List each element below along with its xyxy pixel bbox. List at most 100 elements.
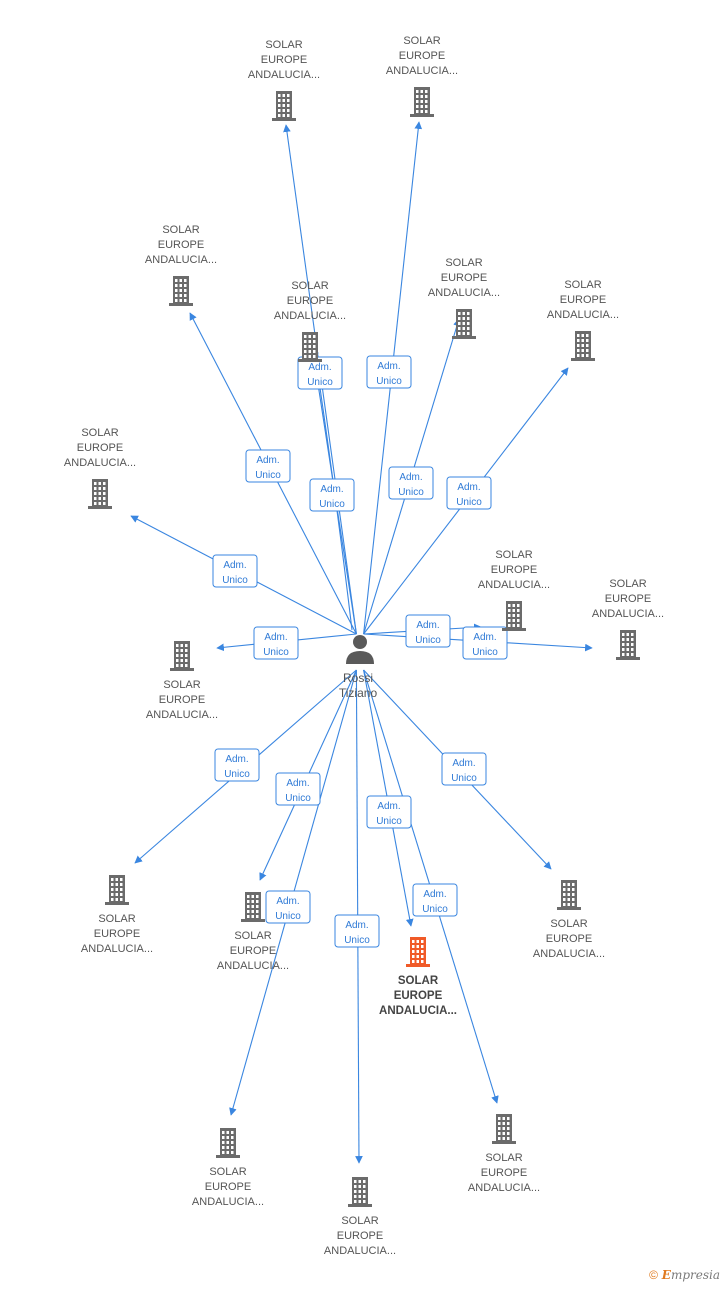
company-node[interactable]: SOLAREUROPEANDALUCIA... (478, 549, 550, 631)
edge-label-adm-unico[interactable]: Adm. Unico (334, 914, 380, 948)
company-name-line: EUROPE (230, 945, 276, 957)
company-node[interactable]: SOLAREUROPEANDALUCIA... (428, 257, 500, 339)
building-icon (452, 309, 476, 339)
company-node[interactable]: SOLAREUROPEANDALUCIA... (145, 224, 217, 306)
building-icon (502, 601, 526, 631)
company-name-line: EUROPE (261, 54, 307, 66)
company-node[interactable]: SOLAREUROPEANDALUCIA... (248, 39, 320, 121)
edge-label-adm-unico[interactable]: Adm.Unico (265, 890, 311, 924)
edge-label-line: Adm. (416, 620, 439, 631)
building-icon (410, 87, 434, 117)
edge-label-adm-unico[interactable]: Adm. Unico (446, 476, 492, 510)
building-icon (169, 276, 193, 306)
building-icon (88, 479, 112, 509)
company-node[interactable]: SOLAR EUROPE ANDALUCIA... (217, 892, 289, 972)
company-name-line: EUROPE (399, 50, 445, 62)
company-name-line: ANDALUCIA... (217, 960, 289, 972)
edge-label-adm-unico[interactable]: Adm. Unico (441, 752, 487, 786)
company-name-line: SOLAR (403, 35, 440, 47)
building-icon (348, 1177, 372, 1207)
company-node[interactable]: SOLAREUROPEANDALUCIA... (192, 1128, 264, 1208)
company-node[interactable]: SOLAREUROPEANDALUCIA... (64, 427, 136, 509)
edge-label-adm-unico[interactable]: Adm. Unico (297, 356, 343, 390)
company-name-line: ANDALUCIA... (64, 457, 136, 469)
company-name-line: ANDALUCIA... (379, 1005, 457, 1017)
company-node[interactable]: SOLAREUROPEANDALUCIA... (547, 279, 619, 361)
company-node[interactable]: SOLAREUROPEANDALUCIA... (81, 875, 153, 955)
company-name-line: ANDALUCIA... (592, 608, 664, 620)
edge-label-adm-unico[interactable]: Adm.Unico (366, 355, 412, 389)
company-node[interactable]: SOLAREUROPEANDALUCIA... (468, 1114, 540, 1194)
footer-brand: © Empresia (649, 1268, 720, 1282)
edge-label-line: Adm. (308, 362, 331, 373)
edge-label-adm-unico[interactable]: Adm.Unico (412, 883, 458, 917)
edge-label-line: Unico (224, 769, 250, 780)
edge-label-line: Unico (398, 487, 424, 498)
edge-label-adm-unico[interactable]: Adm. Unico (462, 626, 508, 660)
company-name-line: SOLAR (341, 1215, 378, 1227)
edge-label-adm-unico[interactable]: Adm. Unico (388, 466, 434, 500)
edge-label-line: Adm. (473, 632, 496, 643)
person-name-line: Rossi (343, 671, 373, 685)
edge-label-line: Unico (376, 376, 402, 387)
building-icon (571, 331, 595, 361)
edge-label-adm-unico[interactable]: Adm. Unico (275, 772, 321, 806)
company-node[interactable]: SOLAREUROPEANDALUCIA... (533, 880, 605, 960)
company-name-line: SOLAR (609, 578, 646, 590)
company-name-line: EUROPE (394, 990, 443, 1002)
company-name-line: EUROPE (159, 694, 205, 706)
company-name-line: EUROPE (560, 294, 606, 306)
building-icon (170, 641, 194, 671)
company-node[interactable]: SOLAREUROPEANDALUCIA... (274, 280, 346, 362)
edge-label-line: Adm. (457, 482, 480, 493)
edge-label-line: Unico (451, 773, 477, 784)
company-name-line: SOLAR (495, 549, 532, 561)
company-name-line: SOLAR (98, 913, 135, 925)
edge-label-line: Unico (456, 497, 482, 508)
copyright-icon: © (649, 1268, 658, 1282)
building-icon (241, 892, 265, 922)
edge-label-line: Adm. (225, 754, 248, 765)
edge-label-adm-unico[interactable]: Adm.Unico (366, 795, 412, 829)
company-node[interactable]: SOLAREUROPEANDALUCIA... (146, 641, 218, 721)
edge-label-adm-unico[interactable]: Adm. Unico (212, 554, 258, 588)
edge-label-line: Unico (255, 470, 281, 481)
building-icon (298, 332, 322, 362)
edge-label-line: Unico (472, 647, 498, 658)
edge-label-line: Adm. (320, 484, 343, 495)
building-icon (557, 880, 581, 910)
person-icon (346, 635, 374, 664)
building-icon (216, 1128, 240, 1158)
edge-label-adm-unico[interactable]: Adm.Unico (253, 626, 299, 660)
edge-label-line: Unico (376, 816, 402, 827)
edge-label-adm-unico[interactable]: Adm.Unico (245, 449, 291, 483)
edge-label-line: Unico (319, 499, 345, 510)
edge-label-line: Adm. (399, 472, 422, 483)
company-name-line: ANDALUCIA... (274, 310, 346, 322)
edge-label-line: Adm. (223, 560, 246, 571)
building-icon (105, 875, 129, 905)
company-node[interactable]: SOLAREUROPEANDALUCIA... (324, 1177, 396, 1257)
edge-label-line: Unico (344, 935, 370, 946)
edge-label-line: Unico (222, 575, 248, 586)
edge-label-adm-unico[interactable]: Adm.Unico (405, 614, 451, 648)
company-node[interactable]: SOLAREUROPEANDALUCIA... (592, 578, 664, 660)
edge-label-line: Unico (285, 793, 311, 804)
company-node[interactable]: SOLAR EUROPE ANDALUCIA... (386, 35, 458, 117)
company-name-line: ANDALUCIA... (192, 1196, 264, 1208)
edge-label-line: Adm. (286, 778, 309, 789)
edge-label-adm-unico[interactable]: Adm. Unico (309, 478, 355, 512)
edge-label-line: Adm. (452, 758, 475, 769)
company-name-line: SOLAR (162, 224, 199, 236)
company-name-line: ANDALUCIA... (386, 65, 458, 77)
edge-label-line: Unico (307, 377, 333, 388)
company-name-line: SOLAR (234, 930, 271, 942)
company-name-line: EUROPE (337, 1230, 383, 1242)
company-node-highlighted[interactable]: SOLAREUROPEANDALUCIA... (379, 937, 457, 1017)
company-name-line: SOLAR (550, 918, 587, 930)
edge-label-adm-unico[interactable]: Adm. Unico (214, 748, 260, 782)
edge-label-line: Adm. (345, 920, 368, 931)
